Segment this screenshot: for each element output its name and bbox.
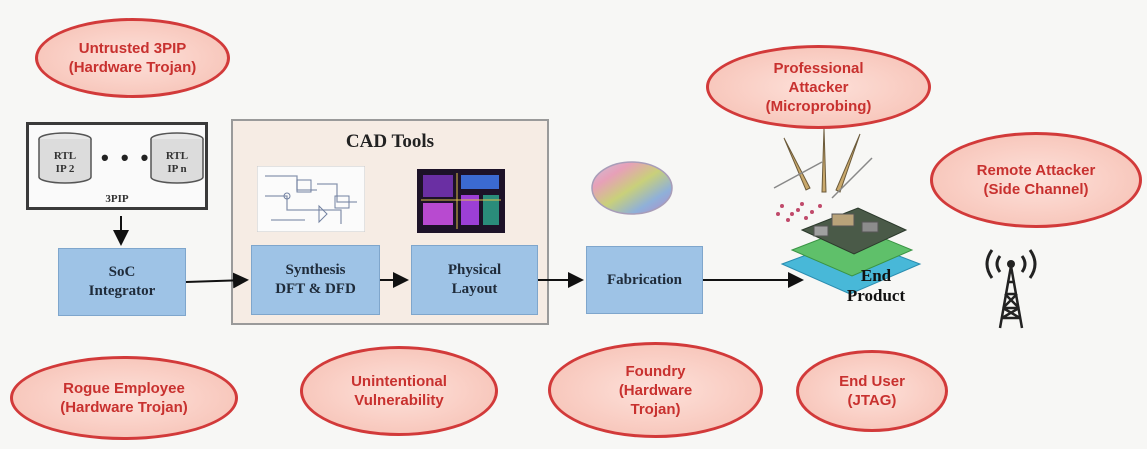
layout-icon: [417, 169, 505, 233]
threat-remote-attacker: Remote Attacker (Side Channel): [930, 132, 1142, 228]
cad-tools-title: CAD Tools: [345, 131, 435, 152]
threat-professional-attacker: Professional Attacker (Microprobing): [706, 45, 931, 129]
physical-layout-box: Physical Layout: [411, 245, 538, 315]
threat-foundry: Foundry (Hardware Trojan): [548, 342, 763, 438]
end-product-icon: [773, 127, 922, 295]
ellipsis-dots: • • •: [101, 145, 152, 170]
threat-rogue-employee: Rogue Employee (Hardware Trojan): [10, 356, 238, 440]
radio-tower-icon: [985, 249, 1037, 329]
microprobe-icon: [773, 127, 873, 222]
soc-integrator-box: SoC Integrator: [58, 248, 186, 316]
ip-database-icons: [38, 132, 204, 184]
3pip-caption: 3PIP: [105, 193, 129, 205]
threat-unintentional-vulnerability: Unintentional Vulnerability: [300, 346, 498, 436]
wafer-icon: [591, 161, 673, 215]
ip-2-database-icon: [38, 132, 92, 184]
synthesis-dft-dfd-box: Synthesis DFT & DFD: [251, 245, 380, 315]
end-product-label: End Product: [846, 266, 906, 305]
ip-n-database-icon: [150, 132, 204, 184]
fabrication-box: Fabrication: [586, 246, 703, 314]
schematic-icon: [257, 166, 365, 232]
threat-untrusted-3pip: Untrusted 3PIP (Hardware Trojan): [35, 18, 230, 98]
threat-end-user: End User (JTAG): [796, 350, 948, 432]
